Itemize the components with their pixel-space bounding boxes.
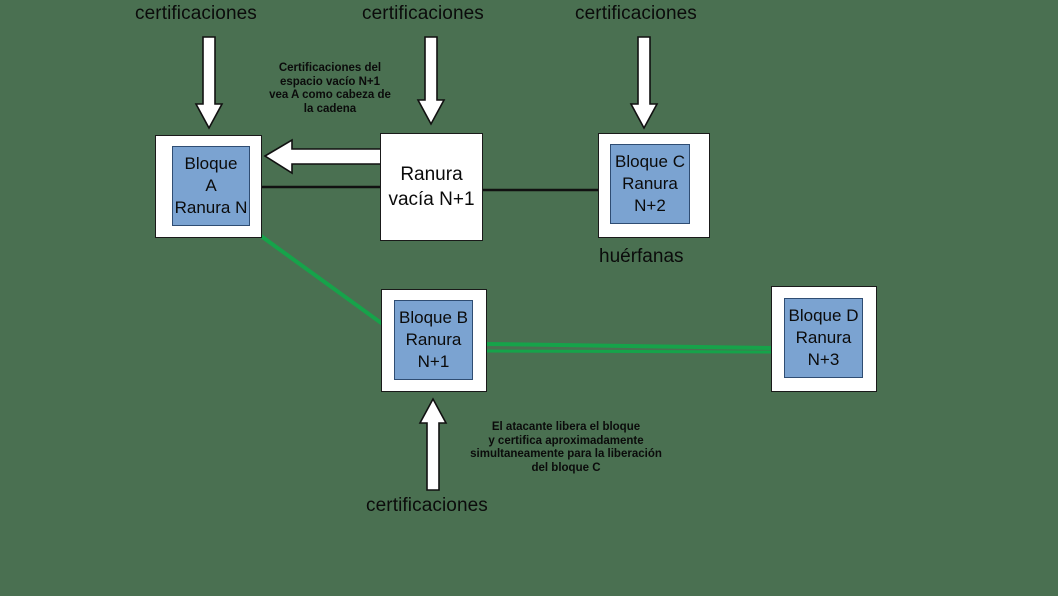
left-arrow-to-block-a: [263, 138, 383, 175]
attacker-link-b-to-d-upper: [486, 342, 773, 350]
label-certificaciones-top-left: certificaciones: [135, 3, 257, 24]
down-arrow-right: [629, 36, 659, 130]
label-certificaciones-top-right: certificaciones: [575, 3, 697, 24]
label-huerfanas: huérfanas: [599, 246, 684, 267]
attacker-link-a-to-b: [259, 234, 386, 327]
up-arrow-bottom: [418, 397, 448, 491]
block-d[interactable]: Bloque D Ranura N+3: [784, 298, 863, 378]
empty-slot-block[interactable]: Ranura vacía N+1: [380, 133, 483, 241]
block-a[interactable]: Bloque A Ranura N: [172, 146, 250, 226]
label-certificaciones-top-middle: certificaciones: [362, 3, 484, 24]
down-arrow-middle: [416, 36, 446, 126]
block-c[interactable]: Bloque C Ranura N+2: [610, 144, 690, 224]
block-b[interactable]: Bloque B Ranura N+1: [394, 300, 473, 380]
attacker-link-b-to-d-lower: [486, 349, 773, 354]
down-arrow-left: [194, 36, 224, 130]
label-certificaciones-bottom: certificaciones: [366, 495, 488, 516]
note-empty-slot: Certificaciones del espacio vacío N+1 ve…: [269, 62, 391, 115]
note-attacker: El atacante libera el bloque y certifica…: [470, 421, 662, 474]
